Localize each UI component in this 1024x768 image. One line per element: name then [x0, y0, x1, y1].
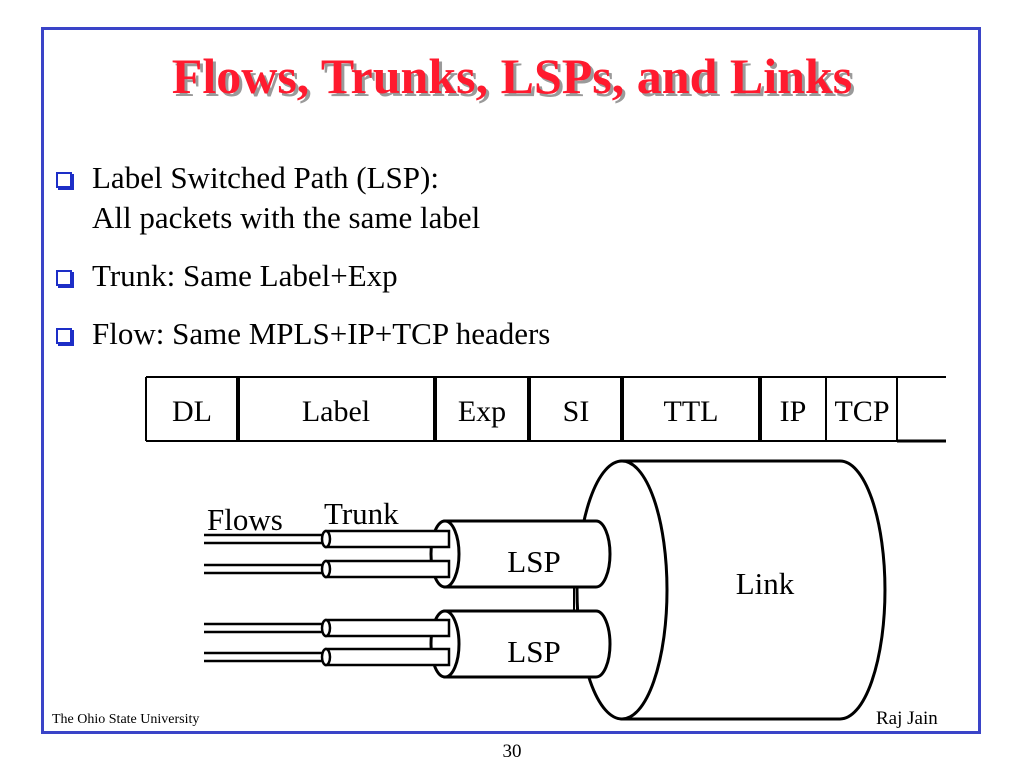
bullet-item-trunk: Trunk: Same Label+Exp [56, 256, 550, 296]
flow-lines [204, 533, 322, 663]
lsp-label-bottom: LSP [507, 634, 560, 669]
trunks-top [320, 529, 451, 579]
field-tcp: TCP [834, 395, 889, 428]
page-number: 30 [502, 741, 522, 762]
flows-label: Flows [207, 502, 283, 537]
header-fields-row [145, 376, 946, 443]
footer-institution: The Ohio State University [52, 712, 200, 727]
bullet-item-flow: Flow: Same MPLS+IP+TCP headers [56, 314, 550, 354]
trunks-bottom [320, 618, 451, 667]
bullet-box-icon [56, 172, 72, 188]
slide-title: Flows, Trunks, LSPs, and Links [171, 48, 853, 104]
field-exp: Exp [458, 395, 506, 428]
field-ttl: TTL [664, 395, 719, 428]
trunk-label: Trunk [324, 496, 399, 531]
bullet-text: Flow: Same MPLS+IP+TCP headers [92, 316, 551, 351]
bullet-text: Trunk: Same Label+Exp [92, 258, 398, 293]
link-cylinder [575, 459, 887, 721]
bullet-item-lsp: Label Switched Path (LSP): All packets w… [56, 158, 550, 238]
field-ip: IP [780, 395, 807, 428]
bullet-text-continuation: All packets with the same label [92, 200, 481, 235]
footer-author: Raj Jain [876, 708, 938, 729]
field-si: SI [563, 395, 590, 428]
bullet-list: Label Switched Path (LSP): All packets w… [56, 158, 550, 372]
bullet-box-icon [56, 270, 72, 286]
bullet-box-icon [56, 328, 72, 344]
bullet-text: Label Switched Path (LSP): [92, 160, 439, 195]
field-label: Label [302, 395, 370, 428]
lsp-label-top: LSP [507, 544, 560, 579]
link-label: Link [736, 566, 795, 601]
field-dl: DL [172, 395, 212, 428]
